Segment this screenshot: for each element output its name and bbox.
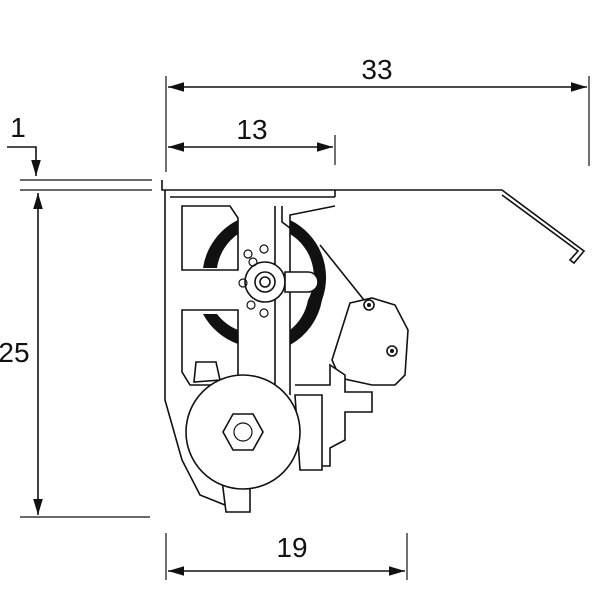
- dimension-gap: 1: [7, 112, 152, 191]
- dimension-bottom-width: 19: [165, 532, 408, 580]
- motor-wheel: [185, 361, 323, 513]
- dimension-overall-width: 33: [165, 54, 590, 172]
- dimension-label-overall-width: 33: [361, 54, 392, 85]
- dimension-top-offset: 13: [168, 114, 336, 165]
- dimension-label-gap: 1: [10, 112, 26, 143]
- spring-drum: [203, 220, 327, 345]
- dimension-label-top-offset: 13: [236, 114, 267, 145]
- dimension-label-bottom-width: 19: [276, 532, 307, 563]
- dimension-label-height: 25: [0, 337, 30, 368]
- dimension-height: 25: [0, 193, 150, 518]
